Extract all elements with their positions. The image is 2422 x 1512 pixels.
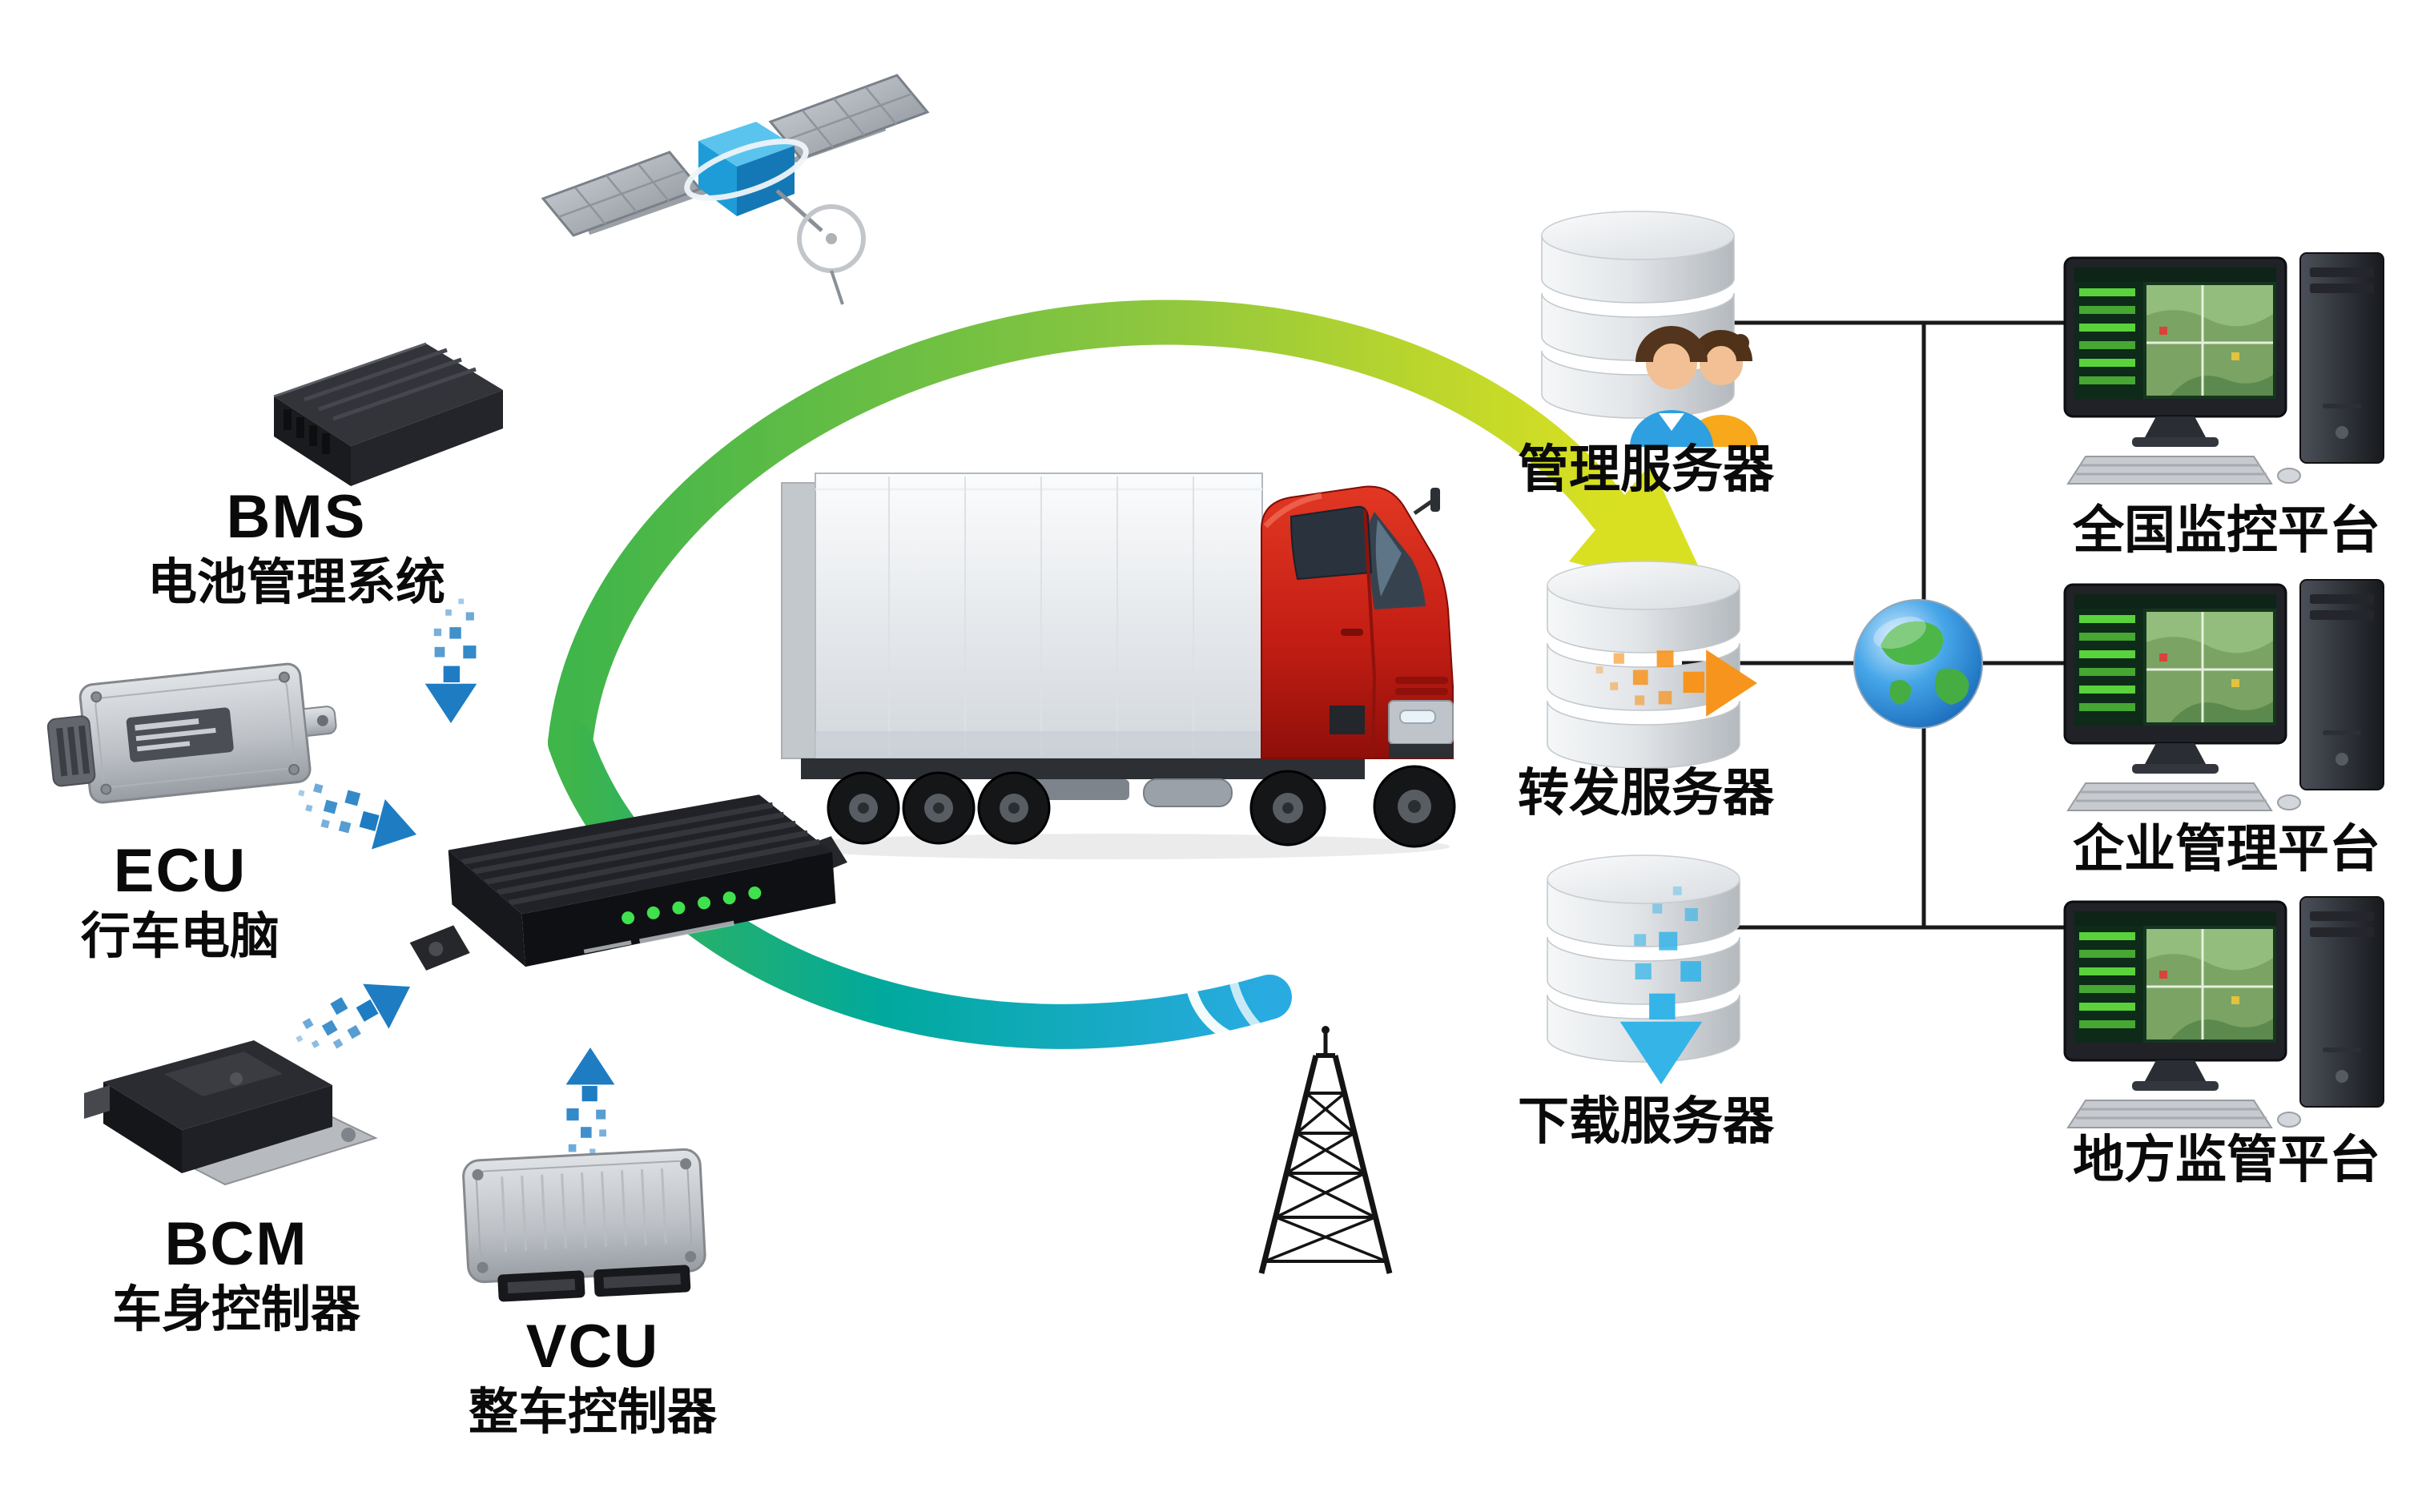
users-icon [1630, 326, 1758, 447]
bms-name: 电池管理系统 [147, 555, 445, 611]
workstation-icon [2063, 579, 2384, 811]
vcu-abbr: VCU [525, 1313, 660, 1381]
truck-wheels [827, 765, 1456, 848]
status-leds [622, 886, 762, 925]
ecu-abbr: ECU [113, 837, 247, 905]
bms-device [256, 316, 521, 525]
vcu-label: VCU 整车控制器 [412, 1310, 773, 1443]
truck [769, 436, 1490, 869]
bms-device-icon [273, 342, 503, 486]
bcm-device-icon [84, 1040, 378, 1186]
data-arrow-icon [424, 598, 477, 723]
bms-abbr: BMS [226, 483, 367, 551]
vcu-name: 整车控制器 [468, 1385, 717, 1441]
radio-tower-icon [1258, 1026, 1393, 1274]
management-server-label: 管理服务器 [1518, 440, 1774, 498]
internet-globe [1850, 596, 1986, 732]
telematics-terminal-icon [409, 794, 847, 971]
globe-icon [1853, 599, 1983, 729]
local-platform-label: 地方监管平台 [2073, 1131, 2380, 1188]
workstation-icon [2063, 252, 2384, 485]
workstation-local [2058, 891, 2395, 1139]
download-server-label: 下载服务器 [1518, 1092, 1774, 1150]
ecu-label: ECU 行车电脑 [24, 834, 336, 967]
bms-label: BMS 电池管理系统 [112, 481, 481, 613]
ecu-name: 行车电脑 [80, 909, 280, 965]
bcm-device [68, 1005, 380, 1229]
workstation-enterprise [2058, 573, 2395, 822]
radio-tower [1237, 1025, 1414, 1281]
bcm-abbr: BCM [164, 1210, 308, 1278]
workstation-national [2058, 247, 2395, 495]
workstation-icon [2063, 896, 2384, 1128]
bcm-name: 车身控制器 [111, 1282, 360, 1338]
truck-icon [777, 472, 1456, 859]
vcu-device [449, 1137, 721, 1313]
database-icon [1541, 211, 1758, 447]
enterprise-platform-label: 企业管理平台 [2073, 820, 2380, 878]
forwarding-server-label: 转发服务器 [1518, 764, 1774, 822]
national-platform-label: 全国监控平台 [2073, 501, 2380, 559]
satellite [513, 64, 961, 312]
download-server [1523, 850, 1764, 1091]
vcu-device-icon [462, 1148, 706, 1302]
management-server [1518, 207, 1758, 447]
ecu-device-icon [46, 662, 337, 804]
database-icon [1547, 561, 1757, 769]
ecu-device [32, 645, 337, 829]
telematics-terminal [396, 761, 861, 1049]
bcm-label: BCM 车身控制器 [76, 1208, 396, 1341]
database-icon [1547, 855, 1740, 1084]
satellite-icon [541, 74, 930, 305]
forwarding-server [1523, 557, 1764, 797]
